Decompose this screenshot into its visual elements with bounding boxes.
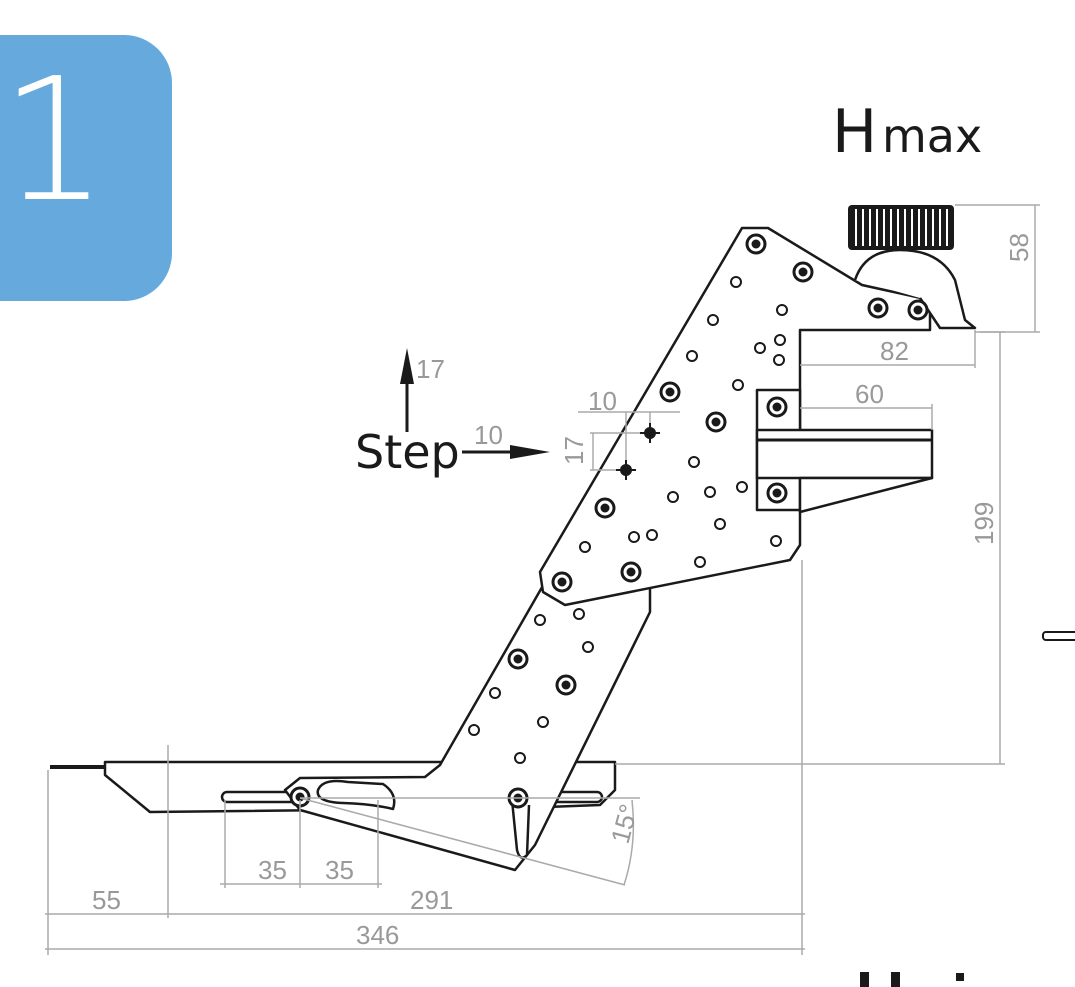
clamp-block xyxy=(755,388,934,514)
detail-vertical: 17 xyxy=(559,436,589,465)
hole-icon xyxy=(537,716,549,728)
dim-length: 291 xyxy=(410,885,453,915)
hole-icon xyxy=(582,641,594,653)
hole-icon xyxy=(686,350,698,362)
hole-icon xyxy=(489,687,501,699)
hole-icon xyxy=(646,529,658,541)
dim-angle: 15° xyxy=(605,801,644,847)
hole-icon xyxy=(770,535,782,547)
title-max: max xyxy=(882,109,982,163)
mounting-holes xyxy=(289,233,929,809)
step-label: Step xyxy=(355,425,460,479)
hole-icon xyxy=(694,556,706,568)
dim-knob-height: 58 xyxy=(1004,233,1034,262)
dim-slot-a: 35 xyxy=(258,855,287,885)
dim-clamp-width: 82 xyxy=(880,336,909,366)
hole-icon xyxy=(732,379,744,391)
step-horizontal: 10 xyxy=(474,420,503,450)
hole-icon xyxy=(514,752,526,764)
arrow-right-icon xyxy=(510,445,550,459)
hole-icon xyxy=(579,541,591,553)
step-number: 1 xyxy=(0,42,109,240)
hole-icon xyxy=(667,491,679,503)
detail-horizontal: 10 xyxy=(588,386,617,416)
hole-icon xyxy=(754,342,766,354)
hole-icon xyxy=(704,486,716,498)
hole-icon xyxy=(628,531,640,543)
dimensions: 58 82 60 199 35 35 15° 55 291 346 xyxy=(45,204,1075,955)
dim-slot-b: 35 xyxy=(325,855,354,885)
hole-icon xyxy=(534,614,546,626)
hole-icon xyxy=(573,608,585,620)
step-badge xyxy=(0,35,172,301)
dim-offset: 55 xyxy=(92,885,121,915)
step-vertical: 17 xyxy=(416,354,445,384)
hole-icon xyxy=(736,481,748,493)
hole-icon xyxy=(714,518,726,530)
arrow-up-icon xyxy=(400,348,414,384)
crosshair-icon xyxy=(616,460,636,480)
step-detail: 10 17 xyxy=(559,386,680,480)
hole-icon xyxy=(730,276,742,288)
hole-icon xyxy=(688,456,700,468)
lower-arm xyxy=(283,580,652,872)
title-h: H xyxy=(832,97,877,167)
crosshair-icon xyxy=(640,423,660,443)
dim-height: 199 xyxy=(969,502,999,545)
hole-icon xyxy=(773,354,785,366)
knob xyxy=(848,205,977,330)
hole-icon xyxy=(776,304,788,316)
hole-icon xyxy=(707,314,719,326)
dim-block-width: 60 xyxy=(855,379,884,409)
step-indicator: 17 Step 10 xyxy=(355,348,550,479)
hole-icon xyxy=(774,334,786,346)
dim-total: 346 xyxy=(356,920,399,950)
upper-plate xyxy=(538,226,932,607)
hole-icon xyxy=(468,724,480,736)
